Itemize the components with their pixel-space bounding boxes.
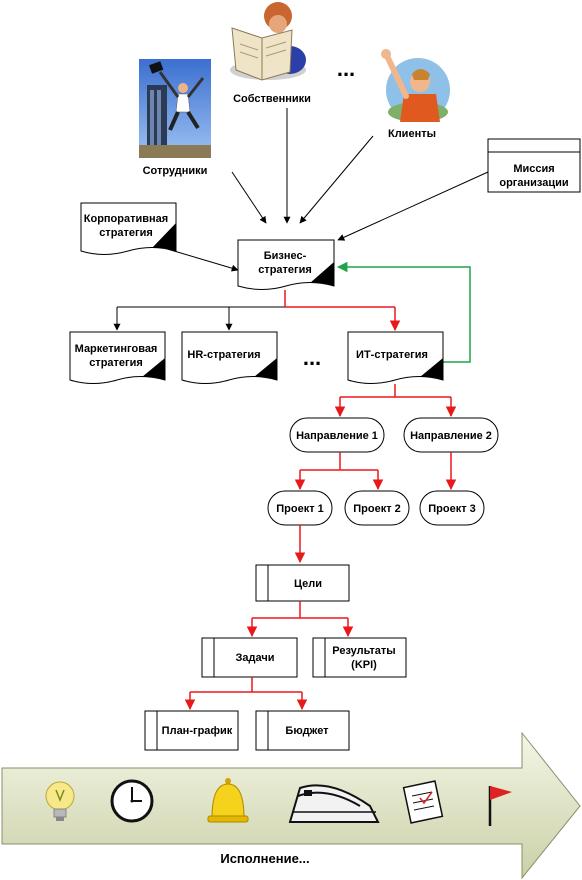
stakeholders-ellipsis: ... [337,56,355,81]
marketing-line1: Маркетинговая [75,343,158,355]
direction-2-node: Направление 2 [403,417,499,453]
project-1-label: Проект 1 [276,503,324,515]
project-connectors [294,452,457,491]
project-3-node: Проект 3 [419,490,485,526]
corporate-line2: стратегия [99,227,153,239]
employees-label: Сотрудники [143,165,208,177]
marketing-strategy-doc: Маркетинговая стратегия [69,331,166,384]
functional-connectors [113,261,471,363]
owners-label: Собственники [233,93,311,105]
hr-label: HR-стратегия [187,349,260,361]
execution-label: Исполнение... [220,851,309,866]
results-box: Результаты (KPI) [312,637,407,678]
input-arrows [163,108,489,272]
direction-1-label: Направление 1 [296,430,378,442]
project-2-label: Проект 2 [353,503,401,515]
marketing-line2: стратегия [89,357,143,369]
execution-arrow [1,731,581,880]
mission-line1: Миссия [513,163,554,175]
lightbulb-icon [45,781,75,821]
clients-label: Клиенты [388,128,436,140]
mission-line2: организации [499,177,568,189]
it-label: ИТ-стратегия [356,349,428,361]
business-line1: Бизнес- [264,250,307,262]
employees-picture [139,59,211,158]
hr-strategy-doc: HR-стратегия [181,331,278,384]
flag-icon [488,786,512,826]
direction-connectors [334,384,457,418]
project-1-node: Проект 1 [267,490,333,526]
tasks-label: Задачи [236,652,275,664]
it-strategy-doc: ИТ-стратегия [347,331,444,384]
bell-icon [207,778,249,823]
owners-picture [230,2,306,81]
goals-box: Цели [255,564,350,602]
clock-icon [110,779,154,823]
goals-connectors [246,601,354,638]
goals-label: Цели [294,578,322,590]
business-strategy-doc: Бизнес- стратегия [237,239,335,290]
schedule-box: План-график [144,710,239,751]
project-2-node: Проект 2 [344,490,410,526]
clients-picture [381,49,450,122]
checklist-icon [402,780,444,824]
schedule-label: План-график [162,725,233,737]
results-line1: Результаты [332,645,395,657]
direction-2-label: Направление 2 [410,430,492,442]
mission-box: Миссия организации [487,138,581,193]
corporate-line1: Корпоративная [84,213,168,225]
tasks-box: Задачи [201,637,298,678]
train-icon [288,784,380,823]
budget-box: Бюджет [255,710,350,751]
direction-1-node: Направление 1 [289,417,385,453]
functional-ellipsis: ... [303,345,321,370]
business-line2: стратегия [258,264,312,276]
corporate-strategy-doc: Корпоративная стратегия [80,202,177,255]
budget-label: Бюджет [285,725,329,737]
results-line2: (KPI) [351,659,377,671]
project-3-label: Проект 3 [428,503,476,515]
tasks-connectors [184,677,308,711]
